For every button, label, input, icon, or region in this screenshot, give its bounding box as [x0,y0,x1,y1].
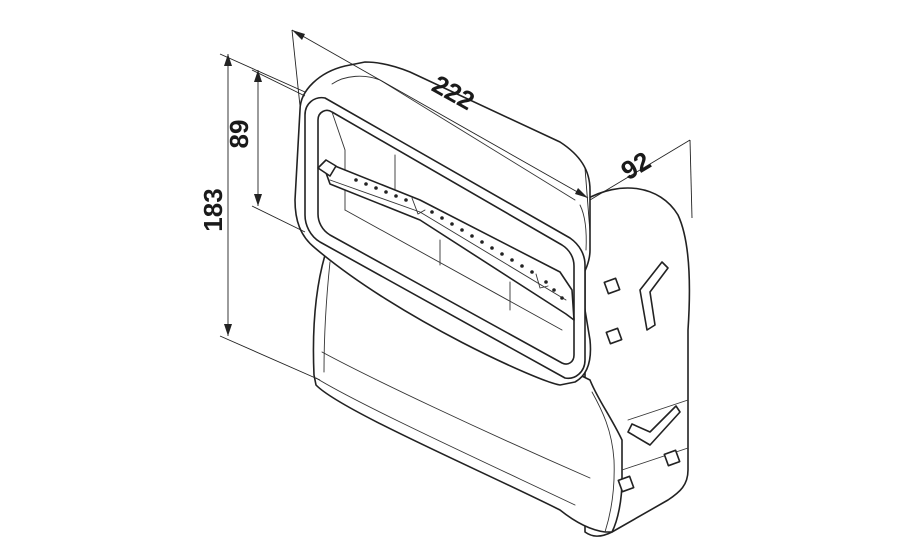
clip-2 [605,327,623,345]
dimension-89 [251,69,306,233]
dim-label-89: 89 [224,120,254,149]
body-contour-2 [321,351,591,479]
clip-1 [603,277,621,295]
flap-holes [354,178,564,300]
flap-blade [324,163,575,321]
inner-depth-2 [344,209,563,331]
clip-4 [617,475,635,493]
body-contour-3 [323,261,331,373]
body-contour-4 [591,391,615,533]
lower-housing [312,187,691,537]
dimension-183 [219,53,321,381]
housing-body [312,251,623,533]
flap-rib-1 [411,197,426,215]
dimension-222 [291,29,591,233]
dim-label-92: 92 [616,145,656,186]
clip-3 [663,449,681,467]
flap-edge [329,179,567,301]
side-chevron-upper [639,261,669,331]
flap-rib-2 [535,273,549,289]
body-contour-1 [315,377,576,506]
side-chevron-lower [627,405,681,446]
damper-flap [317,159,575,321]
side-ridge-2 [621,447,689,471]
side-ridge-1 [627,399,689,421]
flap-hinge [317,159,337,177]
dim-label-183: 183 [198,188,228,231]
dimension-92 [589,139,693,219]
top-rim-2 [579,204,587,251]
